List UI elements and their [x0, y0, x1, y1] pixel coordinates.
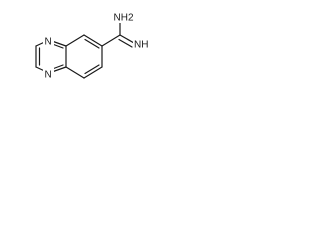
- nh2-label-bg: [112, 10, 132, 23]
- bond-c8-c7-double: [84, 38, 100, 49]
- structure-canvas: N N NH2 NH: [0, 0, 195, 113]
- bond-c6-c5-double: [84, 64, 100, 75]
- atom-label-n1: N: [45, 37, 52, 48]
- bond-camidine-nh: [119, 34, 135, 44]
- bond-c5-c4a: [65, 66, 85, 79]
- nh-label-bg: [133, 37, 152, 49]
- bond-c6-c5: [83, 66, 103, 79]
- nh2-label-text: NH2: [114, 13, 134, 24]
- quinoxaline-carboximidamide-structure: N N NH2 NH: [35, 10, 152, 81]
- n4-label-bg: [43, 67, 54, 79]
- bond-c8a-c8: [65, 34, 85, 47]
- bond-c8-c7: [83, 34, 103, 47]
- bond-c7-camidine: [101, 34, 121, 47]
- atom-label-n4: N: [45, 70, 52, 81]
- bond-camidine-nh-double: [118, 38, 133, 48]
- n1-label-bg: [43, 34, 54, 46]
- atom-label-nh: NH: [134, 40, 148, 51]
- atom-label-nh2: NH2: [114, 13, 134, 24]
